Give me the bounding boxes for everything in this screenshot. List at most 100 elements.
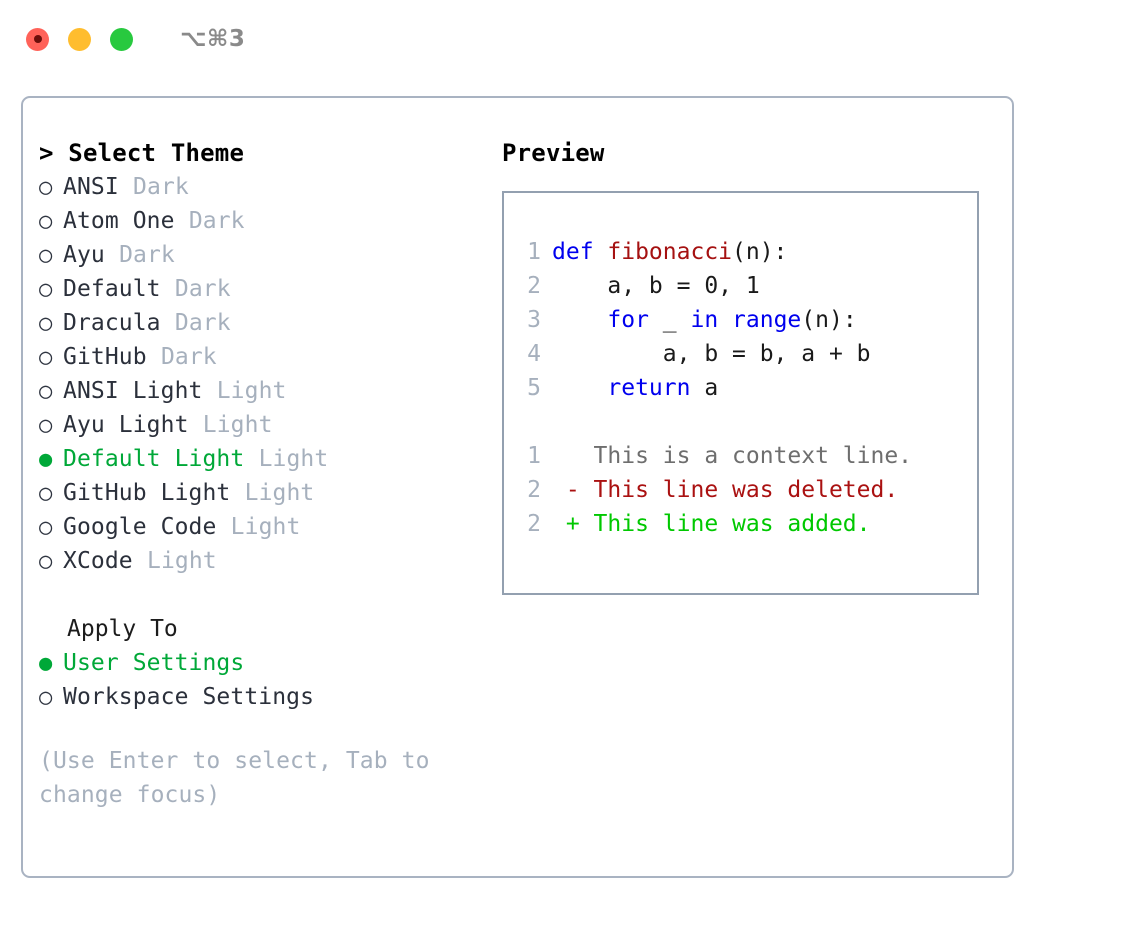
theme-option-label: GitHub	[63, 344, 147, 370]
diff-line-number: 2	[527, 477, 541, 503]
select-theme-heading: > Select Theme	[39, 139, 245, 167]
code-token-plain: (n):	[801, 307, 857, 333]
code-line-text: def fibonacci(n):	[552, 235, 787, 269]
radio-unselected-icon[interactable]: ○	[39, 175, 53, 200]
theme-option-category: Dark	[174, 276, 231, 302]
apply-to-option-user-settings[interactable]: ● User Settings	[39, 646, 491, 680]
theme-option-category: Light	[258, 446, 329, 472]
theme-option-label: XCode	[63, 548, 133, 574]
code-token-plain: _	[648, 307, 691, 333]
radio-unselected-icon[interactable]: ○	[39, 549, 53, 574]
diff-sample: 1 This is a context line.2 - This line w…	[504, 439, 977, 541]
theme-option-category: Light	[147, 548, 217, 574]
radio-unselected-icon[interactable]: ○	[39, 379, 53, 404]
theme-option-category: Light	[244, 480, 315, 506]
code-token-plain	[718, 307, 732, 333]
theme-option-default-light[interactable]: ● Default Light Light	[39, 442, 491, 476]
keyboard-hint-text: (Use Enter to select, Tab to change focu…	[39, 748, 444, 808]
code-line: 3 for _ in range(n):	[504, 303, 977, 337]
section-spacer	[39, 578, 491, 612]
code-token-plain: a, b = 0, 1	[552, 273, 760, 299]
theme-option-label: Default	[63, 276, 161, 302]
code-line-text: return a	[552, 371, 718, 405]
code-line: 1 def fibonacci(n):	[504, 235, 977, 269]
code-line-number: 5	[527, 375, 541, 401]
code-line-text: a, b = b, a + b	[552, 337, 871, 371]
code-token-plain: a	[690, 375, 719, 401]
diff-line-text: + This line was added.	[552, 511, 871, 537]
theme-option-label: ANSI	[63, 174, 119, 200]
radio-selected-icon[interactable]: ●	[39, 447, 53, 472]
theme-option-github-light[interactable]: ○ GitHub Light Light	[39, 476, 491, 510]
diff-line-number: 1	[527, 443, 541, 469]
code-line: 4 a, b = b, a + b	[504, 337, 977, 371]
theme-option-label: Default Light	[63, 446, 245, 472]
apply-to-option-workspace-settings[interactable]: ○ Workspace Settings	[39, 680, 491, 714]
code-token-plain: (n):	[732, 239, 788, 265]
radio-unselected-icon[interactable]: ○	[39, 413, 53, 438]
code-line-number: 3	[527, 307, 541, 333]
apply-to-option-label: Workspace Settings	[63, 684, 315, 710]
code-line-number: 2	[527, 273, 541, 299]
code-line-text: a, b = 0, 1	[552, 269, 760, 303]
theme-option-google-code[interactable]: ○ Google Code Light	[39, 510, 491, 544]
theme-option-category: Dark	[133, 174, 189, 200]
radio-unselected-icon[interactable]: ○	[39, 345, 53, 370]
radio-unselected-icon[interactable]: ○	[39, 243, 53, 268]
theme-option-ansi[interactable]: ○ ANSI Dark	[39, 170, 491, 204]
zoom-window-button[interactable]	[110, 27, 133, 51]
radio-unselected-icon[interactable]: ○	[39, 685, 53, 710]
code-diff-spacer	[504, 405, 977, 439]
diff-line-context: 1 This is a context line.	[504, 439, 977, 473]
theme-option-xcode[interactable]: ○ XCode Light	[39, 544, 491, 578]
radio-unselected-icon[interactable]: ○	[39, 311, 53, 336]
code-line: 2 a, b = 0, 1	[504, 269, 977, 303]
code-token-plain: a, b = b, a + b	[552, 341, 871, 367]
theme-option-category: Dark	[160, 344, 217, 370]
code-line-number: 1	[527, 239, 541, 265]
traffic-light-group	[26, 27, 133, 51]
theme-option-label: Ayu Light	[63, 412, 189, 438]
code-token-keyword: return	[607, 375, 691, 401]
theme-option-category: Dark	[119, 242, 175, 268]
theme-option-label: GitHub Light	[63, 480, 231, 506]
radio-unselected-icon[interactable]: ○	[39, 515, 53, 540]
radio-unselected-icon[interactable]: ○	[39, 209, 53, 234]
theme-option-default[interactable]: ○ Default Dark	[39, 272, 491, 306]
apply-to-option-label: User Settings	[63, 650, 245, 676]
code-token-keyword: range	[732, 307, 802, 333]
minimize-window-button[interactable]	[68, 27, 91, 51]
theme-option-label: ANSI Light	[63, 378, 203, 404]
theme-option-label: Ayu	[63, 242, 105, 268]
code-line: 5 return a	[504, 371, 977, 405]
code-token-function: fibonacci	[607, 239, 733, 265]
radio-unselected-icon[interactable]: ○	[39, 481, 53, 506]
theme-option-category: Dark	[188, 208, 245, 234]
diff-line-added: 2 + This line was added.	[504, 507, 977, 541]
radio-unselected-icon[interactable]: ○	[39, 277, 53, 302]
theme-option-category: Light	[230, 514, 301, 540]
titlebar: ⌥⌘3	[0, 0, 1140, 78]
theme-option-ayu[interactable]: ○ Ayu Dark	[39, 238, 491, 272]
theme-option-label: Google Code	[63, 514, 217, 540]
code-line-number: 4	[527, 341, 541, 367]
diff-line-number: 2	[527, 511, 541, 537]
apply-to-heading: Apply To	[67, 616, 178, 642]
code-token-keyword: def	[552, 239, 608, 265]
close-window-button[interactable]	[26, 27, 49, 51]
code-token-keyword: for	[607, 307, 649, 333]
radio-selected-icon[interactable]: ●	[39, 651, 53, 676]
code-token-plain	[552, 307, 607, 333]
preview-title: Preview	[502, 139, 605, 167]
theme-option-github[interactable]: ○ GitHub Dark	[39, 340, 491, 374]
diff-line-text: This is a context line.	[552, 443, 913, 469]
